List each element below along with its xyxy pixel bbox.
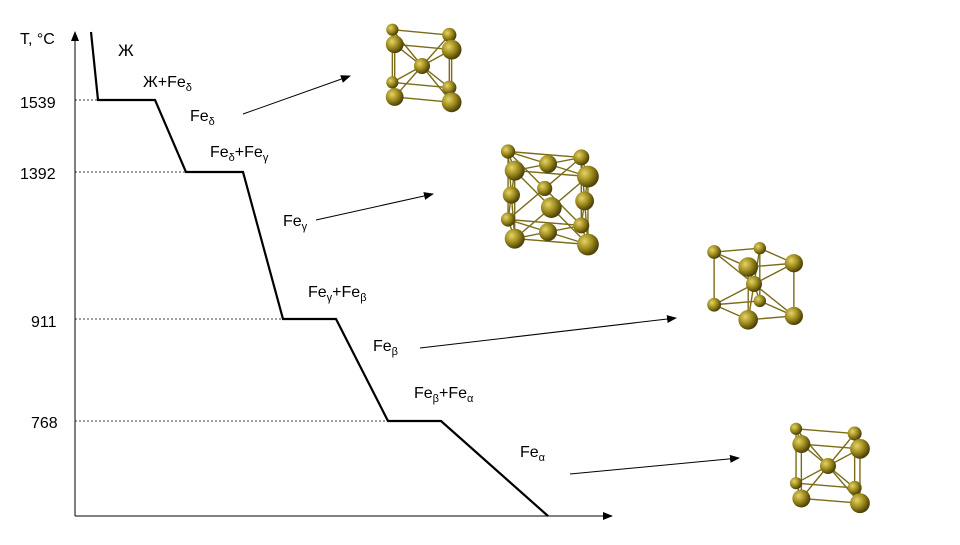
lattice-atom [753,294,767,308]
arrow-delta [242,75,351,115]
lattice-atom [414,58,430,74]
lattice-bond [544,187,582,226]
lattice-bond [392,29,450,36]
lattice-atom [386,76,399,89]
lattice-atom [738,257,758,277]
lattice-atom [442,80,457,95]
lattice-atom [784,254,803,273]
lattice-atom [789,422,803,435]
lattice-atom [784,306,803,326]
lattice-bond [795,482,855,489]
lattice-bond [714,300,760,306]
lattice-atom [504,228,525,249]
lattice-bond [507,150,546,189]
tick-label-1539: 1539 [20,95,56,112]
lattice-atom [789,477,803,490]
lattice-atom [442,27,457,43]
lattice-atom [500,144,516,159]
label-fe-alpha: Feα [520,444,546,464]
lattice-bond [544,156,582,189]
lattice-atom [847,426,862,441]
tick-label-911: 911 [31,314,57,331]
lattice-atom [847,480,862,495]
lattice-atom [502,186,520,204]
arrow-beta [419,315,677,349]
lattice-atom [575,191,595,211]
lattice-atom [539,223,557,241]
lattice-atom [820,458,836,474]
lattice-atom [539,155,557,173]
lattice-atom [746,276,762,292]
lattice-atom [441,39,462,60]
lattice-atom [850,493,870,514]
label-gamma-beta: Feγ+Feβ [308,284,367,304]
lattice-bond [507,218,582,227]
lattice-atom [792,489,811,508]
lattice-atom [573,149,590,166]
tick-label-768: 768 [31,415,58,432]
lattice-atom [504,160,525,181]
label-fe-gamma: Feγ [283,213,308,233]
label-liquid: Ж [118,41,134,60]
lattice-atom [738,309,758,330]
lattice-atom [792,435,811,454]
label-liquid-delta: Ж+Feδ [143,74,192,94]
lattice-atom [707,297,722,312]
bcc-lattice-icon [789,422,870,514]
lattice-bond [795,428,855,435]
lattice-bond [514,169,589,178]
lattice-bond [507,150,582,159]
lattice-atom [500,212,516,227]
cooling-curve [89,31,549,517]
bcc-lattice-icon [707,242,803,330]
lattice-atom [850,438,870,459]
y-axis-label: T, °C [20,31,55,48]
lattice-atom [753,242,767,255]
lattice-bond [795,428,829,467]
lattice-atom [540,197,562,218]
arrow-alpha [569,454,740,475]
fcc-lattice-icon [500,144,599,256]
label-delta-gamma: Feδ+Feγ [210,144,269,164]
bcc-lattice-icon [385,23,462,113]
lattice-atom [385,35,404,54]
lattice-atom [707,245,722,259]
lattice-atom [441,92,462,113]
label-beta-alpha: Feβ+Feα [414,385,474,405]
lattice-bond [714,247,760,253]
lattice-atom [537,180,553,197]
lattice-atom [386,23,399,36]
tick-label-1392: 1392 [20,166,56,183]
lattice-bond [514,237,589,246]
label-fe-beta: Feβ [373,338,398,358]
lattice-atom [385,88,404,106]
lattice-bond [507,187,546,221]
lattice-bond [713,251,755,285]
lattice-atom [577,165,599,188]
lattice-atom [577,233,599,256]
lattice-atom [573,217,590,234]
arrow-gamma [315,192,434,221]
label-fe-delta: Feδ [190,108,215,128]
lattice-bond [392,81,450,89]
